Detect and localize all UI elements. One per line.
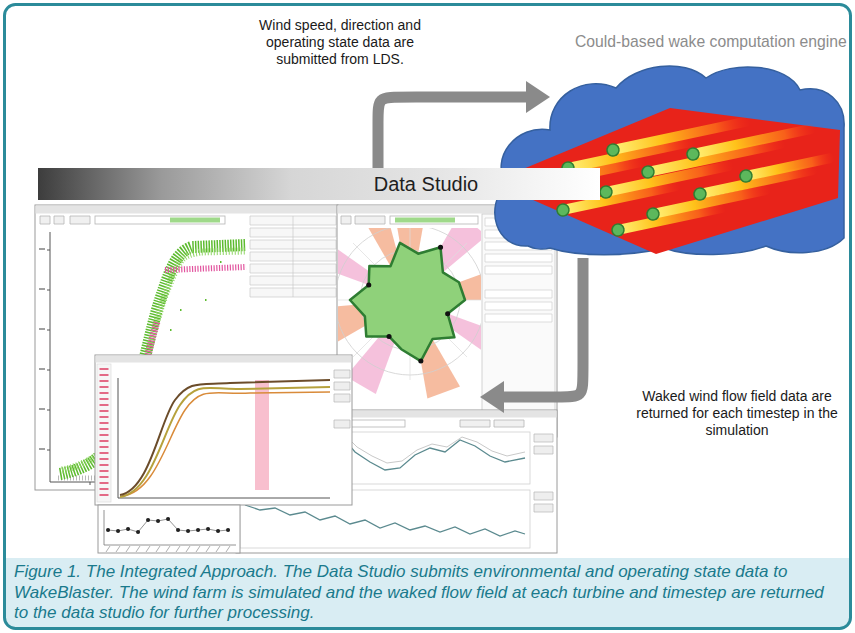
toolbar-buttons <box>341 216 385 224</box>
turbine-dot <box>556 203 570 217</box>
cloud-shape <box>488 58 846 258</box>
series-line <box>245 505 525 536</box>
edge-label: Waked wind flow field data are returned … <box>627 388 847 439</box>
arrow-head <box>526 81 550 113</box>
arrow-shaft <box>503 258 583 397</box>
polar-spokes <box>338 228 481 380</box>
highlight-band <box>255 380 269 490</box>
arrow-head <box>480 381 504 413</box>
edge-label-box: Wind speed, direction and operating stat… <box>245 17 435 68</box>
input-field <box>95 216 225 224</box>
flow-arrow <box>480 258 583 413</box>
cloud-engine: Could-based wake computation engine <box>550 28 851 258</box>
power-curve <box>122 392 330 496</box>
toolbar-buttons <box>40 216 90 224</box>
caption-ground <box>6 558 849 627</box>
power-curve <box>120 387 330 497</box>
side-table <box>250 216 336 297</box>
direction-rose <box>350 243 465 361</box>
figure-caption: Figure 1. The Integrated Approach. The D… <box>14 562 840 624</box>
turbine-dot <box>739 169 753 183</box>
data-studio-panel: Data Studio <box>38 168 480 552</box>
turbine-dot <box>606 143 620 157</box>
field-highlight <box>395 218 455 223</box>
turbine-marks <box>100 368 109 500</box>
field-highlight <box>170 218 220 223</box>
edge-label: Wind speed, direction and operating stat… <box>245 17 435 68</box>
wake-streak <box>692 123 816 159</box>
table-divider <box>293 216 294 297</box>
rose-points <box>369 247 448 361</box>
turbine-dot <box>693 187 707 201</box>
series-line <box>108 519 228 532</box>
turbine-wake <box>739 151 835 183</box>
power-curve <box>120 380 330 495</box>
input-field <box>390 216 478 224</box>
header-band <box>38 168 600 200</box>
series-dots <box>108 519 228 532</box>
turbine-dot <box>686 147 700 161</box>
wake-streak <box>745 152 835 180</box>
polar-plot <box>338 228 481 399</box>
figure-frame <box>5 5 851 629</box>
turbine-dot <box>646 207 660 221</box>
turbine-dot <box>599 185 613 199</box>
panel-buttons <box>534 434 553 512</box>
plot-axes <box>104 510 236 545</box>
panel-title: Data Studio <box>374 171 479 197</box>
edge-label-box: Waked wind flow field data are returned … <box>627 388 847 439</box>
title-bar <box>96 356 352 363</box>
window-frame <box>95 355 352 505</box>
engine-title: Could-based wake computation engine <box>575 32 847 52</box>
turbine-list <box>97 364 111 502</box>
caption-box: Figure 1. The Integrated Approach. The D… <box>14 562 840 624</box>
title-bar <box>36 206 338 214</box>
panel-buttons <box>334 370 350 428</box>
turbine-dot <box>611 223 625 237</box>
window-frame <box>98 505 240 553</box>
power-curve-window <box>95 355 352 505</box>
plot-axes <box>118 378 330 498</box>
tick-marks-left <box>39 249 45 449</box>
turbine-dot <box>641 165 655 179</box>
turbine-wake <box>686 122 817 161</box>
scatter-pink-plateau <box>165 267 246 270</box>
daily-window <box>98 505 240 553</box>
axis-ticks <box>106 546 230 552</box>
